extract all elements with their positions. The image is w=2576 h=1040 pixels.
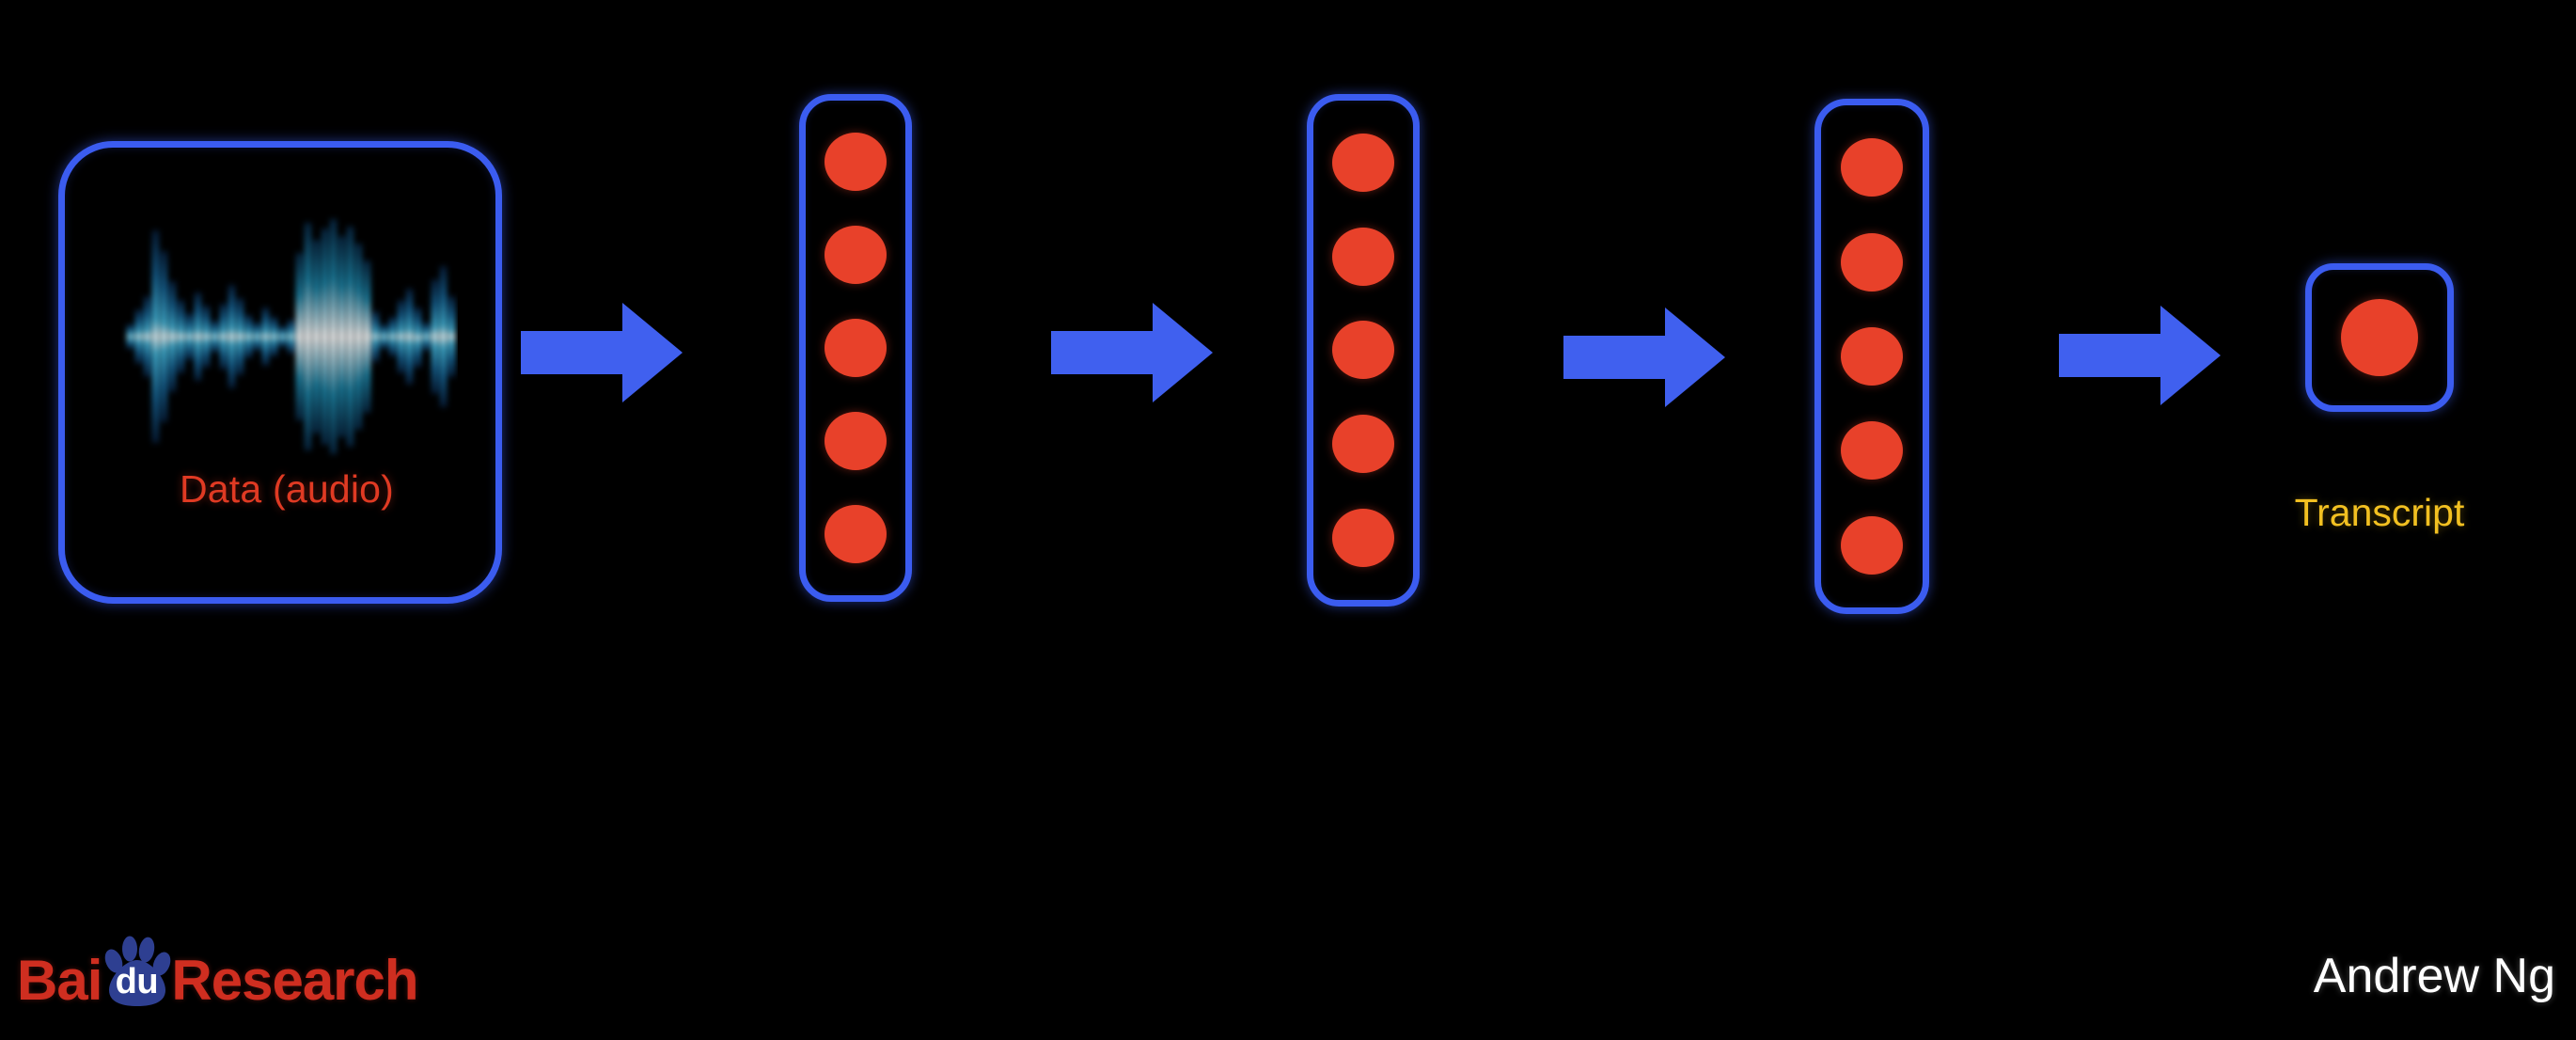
- neuron: [1332, 509, 1394, 568]
- data-audio-panel: Data (audio): [58, 141, 502, 604]
- neuron: [1332, 321, 1394, 380]
- arrow-right-icon-1: [521, 303, 683, 402]
- arrow-right-icon-2: [1051, 303, 1213, 402]
- hidden-layer-2: [1307, 94, 1420, 607]
- neuron: [1841, 515, 1903, 575]
- data-audio-label: Data (audio): [179, 467, 395, 511]
- hidden-layer-3: [1814, 99, 1929, 614]
- audio-waveform-icon: [119, 195, 458, 477]
- neuron: [1332, 227, 1394, 286]
- neuron: [1841, 138, 1903, 197]
- hidden-layer-1: [799, 94, 912, 602]
- arrow-right-icon-3: [1563, 307, 1725, 407]
- neuron: [825, 133, 887, 192]
- baidu-paw-icon: du: [100, 936, 173, 1009]
- transcript-output-box: [2305, 263, 2454, 412]
- logo-paw-text: du: [115, 962, 159, 1001]
- presenter-name: Andrew Ng: [2313, 949, 2555, 1003]
- baidu-research-logo: Bai du Research: [17, 936, 419, 1012]
- neuron: [1841, 421, 1903, 481]
- arrow-right-icon-4: [2059, 306, 2221, 405]
- transcript-label: Transcript: [2294, 491, 2465, 534]
- logo-word-bai: Bai: [17, 949, 102, 1012]
- neuron: [1841, 232, 1903, 292]
- neuron: [825, 226, 887, 285]
- neuron: [825, 318, 887, 377]
- neuron: [1841, 326, 1903, 386]
- logo-word-research: Research: [171, 949, 418, 1012]
- neuron: [2341, 299, 2418, 376]
- neuron: [825, 504, 887, 563]
- neuron: [1332, 133, 1394, 192]
- neuron: [1332, 415, 1394, 474]
- neuron: [825, 411, 887, 470]
